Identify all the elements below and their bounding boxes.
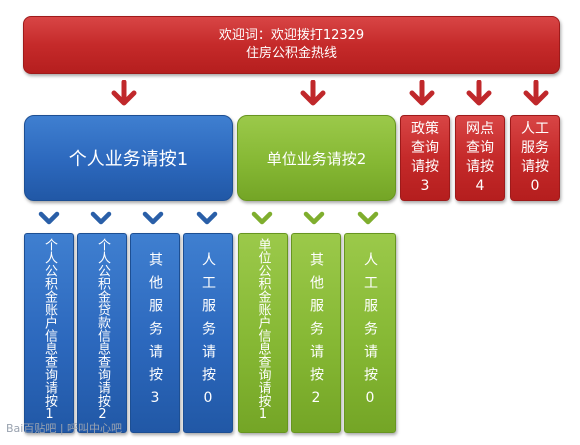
watermark: Bai百贴吧 | 呼叫中心吧 <box>6 422 123 435</box>
welcome-line2: 住房公积金热线 <box>245 46 337 61</box>
down-arrow-icon <box>111 80 137 106</box>
unit-account-query-label: 单位公积金账户信息查询请按1 <box>255 238 271 422</box>
down-arrow-icon <box>300 80 326 106</box>
chevron-down-icon <box>196 211 218 225</box>
unit-other-service-box: 其他服务请按2 <box>291 233 341 433</box>
personal-manual-service-label: 人工服务请按0 <box>200 252 216 415</box>
unit-other-service-label: 其他服务请按2 <box>308 252 324 415</box>
chevron-down-icon <box>38 211 60 225</box>
chevron-down-icon <box>357 211 379 225</box>
unit-manual-service-box: 人工服务请按0 <box>344 233 396 433</box>
chevron-down-icon <box>303 211 325 225</box>
personal-other-service-label: 其他服务请按3 <box>147 252 163 415</box>
personal-account-query-label: 个人公积金账户信息查询请按1 <box>42 238 57 422</box>
chevron-down-icon <box>251 211 273 225</box>
branch-query-box: 网点查询请按4 <box>455 115 505 201</box>
policy-query-label: 政策查询请按3 <box>411 121 439 194</box>
branch-query-label: 网点查询请按4 <box>466 121 494 194</box>
welcome-line1: 欢迎词：欢迎拨打12329 <box>218 28 365 43</box>
personal-manual-service-box: 人工服务请按0 <box>183 233 233 433</box>
chevron-down-icon <box>142 211 164 225</box>
personal-loan-query-box: 个人公积金贷款信息查询请按2 <box>77 233 127 433</box>
chevron-down-icon <box>90 211 112 225</box>
down-arrow-icon <box>523 80 549 106</box>
policy-query-box: 政策查询请按3 <box>400 115 450 201</box>
welcome-box: 欢迎词：欢迎拨打12329 住房公积金热线 <box>23 16 560 74</box>
unit-business-label: 单位业务请按2 <box>266 149 367 168</box>
unit-business-box: 单位业务请按2 <box>237 115 396 201</box>
personal-business-label: 个人业务请按1 <box>68 149 189 170</box>
personal-business-box: 个人业务请按1 <box>24 115 233 201</box>
personal-other-service-box: 其他服务请按3 <box>130 233 180 433</box>
unit-account-query-box: 单位公积金账户信息查询请按1 <box>238 233 288 433</box>
down-arrow-icon <box>409 80 435 106</box>
manual-service-label: 人工服务请按0 <box>521 121 549 194</box>
unit-manual-service-label: 人工服务请按0 <box>362 252 378 415</box>
down-arrow-icon <box>466 80 492 106</box>
manual-service-box: 人工服务请按0 <box>510 115 560 201</box>
personal-account-query-box: 个人公积金账户信息查询请按1 <box>24 233 74 433</box>
personal-loan-query-label: 个人公积金贷款信息查询请按2 <box>95 238 110 422</box>
